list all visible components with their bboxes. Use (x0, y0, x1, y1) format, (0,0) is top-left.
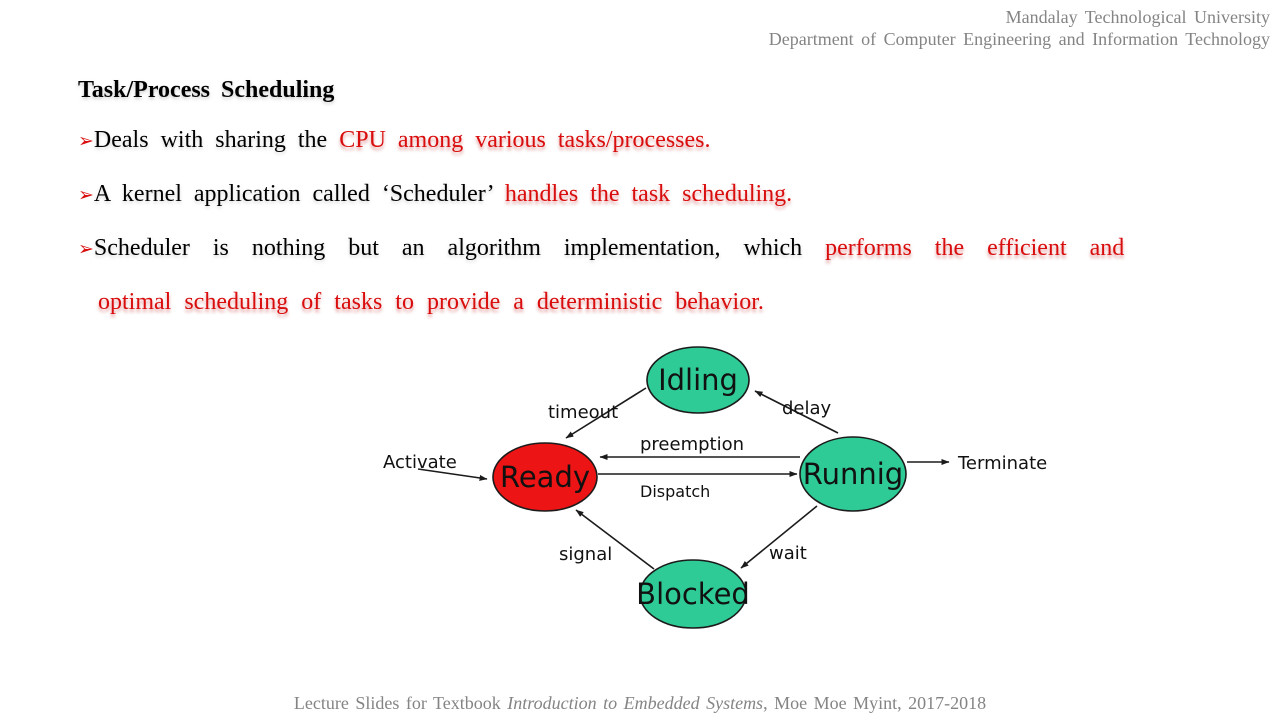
delay-label: delay (782, 398, 832, 419)
blocked-state-label: Blocked (636, 577, 750, 611)
signal-arrow (575, 509, 655, 570)
idling-state (646, 346, 750, 414)
bullet-item-1: ➢Deals with sharing the CPU among variou… (78, 114, 1203, 168)
footer-text-lead: Lecture Slides for Textbook (293, 693, 508, 713)
wait-label: wait (769, 543, 807, 564)
bullet-arrow-icon: ➢ (78, 238, 94, 260)
bullet-1-emphasis: CPU among various tasks/processes. (339, 127, 711, 153)
wait-arrow (740, 505, 818, 569)
timeout-label: timeout (548, 402, 618, 423)
bullet-3-emphasis-line2: optimal scheduling of tasks to provide a… (98, 289, 764, 315)
timeout-arrow (565, 387, 647, 439)
department-name: Department of Computer Engineering and I… (768, 29, 1270, 49)
bullet-3-text: Scheduler is nothing but an algorithm im… (93, 235, 826, 261)
footer-book-title: Introduction to Embedded Systems (507, 693, 764, 713)
ready-state-label: Ready (500, 460, 590, 494)
bullet-2-text: A kernel application called ‘Scheduler’ (93, 181, 505, 207)
signal-label: signal (559, 544, 612, 565)
running-state-label: Runnig (803, 457, 903, 491)
activate-arrow (417, 468, 488, 481)
preemption-label: preemption (640, 434, 744, 455)
bullet-3-emphasis-line1: performs the efficient and (825, 235, 1125, 261)
page-title: Task/Process Scheduling (78, 77, 335, 103)
bullet-arrow-icon: ➢ (78, 130, 94, 152)
slide-body-text: Task/Process Scheduling ➢Deals with shar… (78, 74, 1203, 329)
ready-state (492, 442, 598, 512)
bullet-1-text: Deals with sharing the (93, 127, 340, 153)
bullet-2-emphasis: handles the task scheduling. (504, 181, 793, 207)
bullet-item-3: ➢Scheduler is nothing but an algorithm i… (78, 222, 1203, 329)
bullet-item-2: ➢A kernel application called ‘Scheduler’… (78, 168, 1203, 222)
university-name: Mandalay Technological University (1005, 7, 1270, 27)
task-state-diagram: Idling Ready Runnig Blocked Activate tim… (383, 346, 1047, 629)
bullet-arrow-icon: ➢ (78, 184, 94, 206)
delay-arrow (754, 390, 839, 434)
footer-text-trail: , Moe Moe Myint, 2017-2018 (763, 693, 987, 713)
slide-header: Mandalay Technological University Depart… (769, 6, 1270, 50)
running-state (799, 436, 907, 512)
dispatch-label: Dispatch (640, 482, 710, 501)
idling-state-label: Idling (658, 363, 738, 397)
terminate-label: Terminate (957, 453, 1047, 474)
blocked-state (639, 559, 747, 629)
slide-footer: Lecture Slides for Textbook Introduction… (0, 693, 1280, 714)
activate-label: Activate (383, 452, 457, 473)
